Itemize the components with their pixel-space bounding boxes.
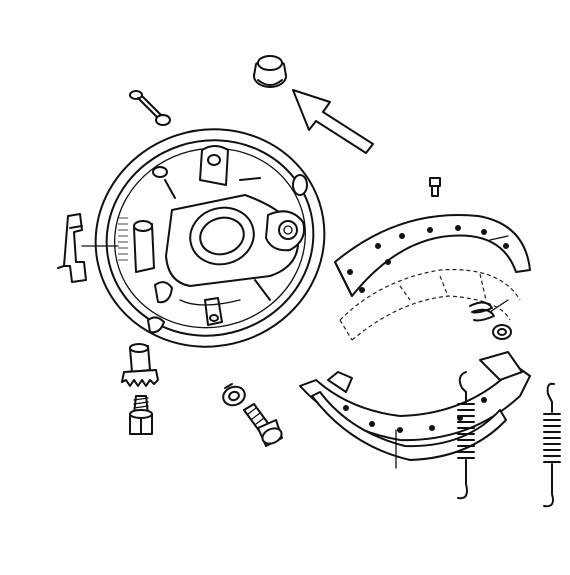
rubber-plug-icon: [253, 55, 287, 88]
direction-arrow-icon: [292, 89, 374, 154]
small-bolt-icon: [429, 177, 441, 197]
return-spring-icon: [543, 382, 561, 508]
return-spring-icon: [457, 371, 475, 500]
brake-backplate-icon: [94, 128, 326, 348]
bolt-icon: [243, 403, 283, 447]
brake-shoe-icon: [334, 214, 531, 341]
brake-shoe-icon: [299, 351, 531, 469]
spring-clip-icon: [222, 383, 246, 407]
adjuster-gear-icon: [121, 343, 159, 387]
retaining-pin-icon: [129, 90, 171, 126]
handbrake-lever-icon: [57, 213, 119, 283]
hold-down-spring-icon: [469, 299, 512, 340]
bleed-screw-icon: [129, 395, 153, 435]
